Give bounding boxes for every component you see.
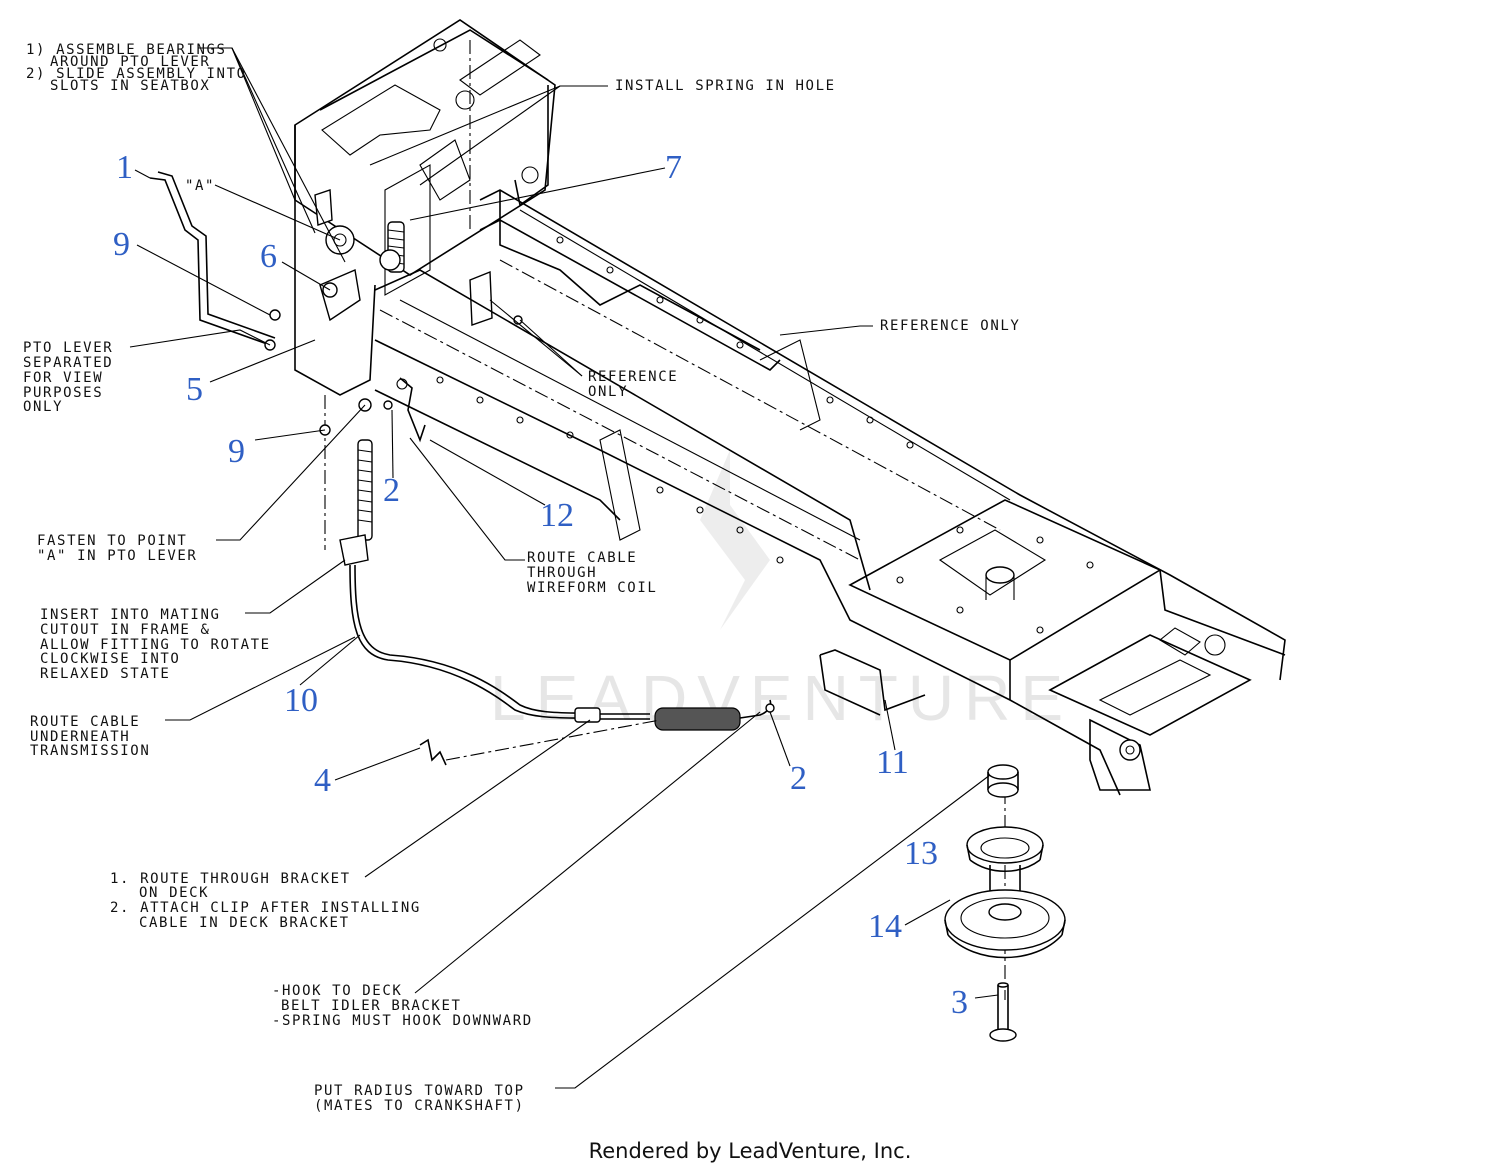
note-hook-1: -HOOK TO DECK (272, 983, 402, 999)
note-pto-2: SEPARATED (23, 355, 113, 371)
note-point-a: "A" (185, 178, 215, 194)
callout-1: 1 (116, 149, 133, 186)
notes: 1) ASSEMBLE BEARINGS AROUND PTO LEVER 2)… (23, 42, 1020, 1114)
note-insert-2: CUTOUT IN FRAME & (40, 622, 211, 638)
note-pto-4: PURPOSES (23, 385, 103, 401)
callout-14: 14 (868, 908, 902, 945)
footer-credit: Rendered by LeadVenture, Inc. (589, 1139, 912, 1163)
note-route-trans-2: UNDERNEATH (30, 729, 130, 745)
deck-bracket-11 (819, 649, 926, 716)
tractor-frame (374, 189, 1286, 796)
pto-lever (149, 171, 276, 351)
note-bracket-2: ON DECK (139, 885, 209, 901)
note-fasten-1: FASTEN TO POINT (37, 533, 187, 549)
callout-4: 4 (314, 762, 331, 799)
note-assemble-1: 1) ASSEMBLE BEARINGS (26, 42, 227, 58)
note-assemble-3: 2) SLIDE ASSEMBLY INTO (26, 66, 247, 82)
note-pto-5: ONLY (23, 399, 63, 415)
note-pto-1: PTO LEVER (23, 340, 113, 356)
callout-10: 10 (284, 682, 318, 719)
note-bracket-1: 1. ROUTE THROUGH BRACKET (110, 871, 351, 887)
callout-13: 13 (904, 835, 938, 872)
note-hook-3: -SPRING MUST HOOK DOWNWARD (272, 1013, 533, 1029)
watermark-text: LEADVENTURE (490, 662, 1073, 734)
pto-hardware (269, 189, 523, 326)
note-route-wire-1: ROUTE CABLE (527, 550, 637, 566)
leader-lines (129, 47, 999, 1089)
pulley-stack (944, 764, 1066, 1042)
note-route-trans-3: TRANSMISSION (30, 743, 150, 759)
pto-cable (319, 398, 775, 731)
note-reference-only-2a: REFERENCE (588, 369, 678, 385)
note-hook-2: BELT IDLER BRACKET (281, 998, 462, 1014)
callouts: 1 9 6 7 5 9 2 12 10 4 2 11 13 14 3 (113, 149, 968, 1021)
callout-12: 12 (540, 497, 574, 534)
note-assemble-2: AROUND PTO LEVER (50, 54, 210, 70)
note-radius-1: PUT RADIUS TOWARD TOP (314, 1083, 525, 1099)
wireform-coil (396, 377, 426, 443)
watermark: LEADVENTURE (490, 450, 1073, 734)
callout-3: 3 (951, 984, 968, 1021)
callout-6: 6 (260, 238, 277, 275)
callout-9-top: 9 (113, 226, 130, 263)
note-pto-3: FOR VIEW (23, 370, 103, 386)
note-reference-only-2b: ONLY (588, 384, 628, 400)
note-insert-3: ALLOW FITTING TO ROTATE (40, 637, 271, 653)
callout-9-bottom: 9 (228, 433, 245, 470)
note-insert-4: CLOCKWISE INTO (40, 651, 180, 667)
note-assemble-4: SLOTS IN SEATBOX (50, 78, 210, 94)
callout-2-bottom: 2 (790, 760, 807, 797)
callout-7: 7 (665, 149, 682, 186)
note-route-wire-3: WIREFORM COIL (527, 580, 657, 596)
callout-11: 11 (876, 744, 909, 781)
callout-5: 5 (186, 371, 203, 408)
note-reference-only-1: REFERENCE ONLY (880, 318, 1020, 334)
frame-holes (436, 236, 1094, 634)
note-insert-1: INSERT INTO MATING (40, 607, 221, 623)
note-install-spring: INSTALL SPRING IN HOLE (615, 78, 836, 94)
note-fasten-2: "A" IN PTO LEVER (37, 548, 197, 564)
note-route-wire-2: THROUGH (527, 565, 597, 581)
note-insert-5: RELAXED STATE (40, 666, 170, 682)
note-bracket-3: 2. ATTACH CLIP AFTER INSTALLING (110, 900, 421, 916)
callout-2-top: 2 (383, 472, 400, 509)
note-bracket-4: CABLE IN DECK BRACKET (139, 915, 350, 931)
note-radius-2: (MATES TO CRANKSHAFT) (314, 1098, 525, 1114)
note-route-trans-1: ROUTE CABLE (30, 714, 140, 730)
clip-4 (419, 719, 661, 766)
